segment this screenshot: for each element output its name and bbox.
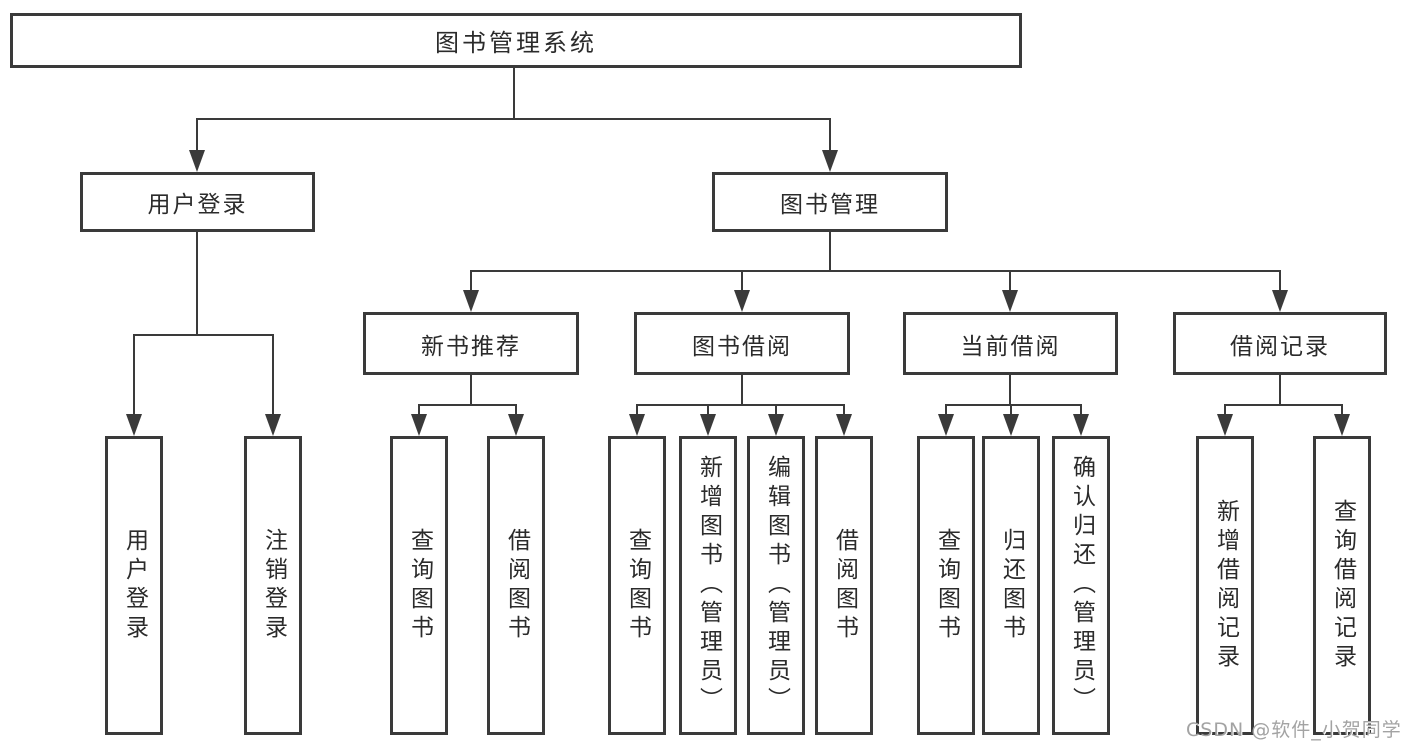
leaf-query-book-2: 查询图书 bbox=[608, 436, 666, 735]
leaf-borrow-book-1: 借阅图书 bbox=[487, 436, 545, 735]
connector-borrow-record-children-horizontal bbox=[1224, 404, 1343, 406]
leaf-borrow-book-1-label: 借阅图书 bbox=[503, 527, 530, 644]
leaf-return-book: 归还图书 bbox=[982, 436, 1040, 735]
connector-drop bbox=[843, 404, 845, 416]
arrow-down-icon bbox=[1217, 414, 1233, 436]
leaf-user-login: 用户登录 bbox=[105, 436, 163, 735]
connector-drop bbox=[1010, 404, 1012, 416]
connector-user-login-vertical bbox=[196, 232, 198, 336]
node-new-book-recommend: 新书推荐 bbox=[363, 312, 579, 375]
leaf-query-book-3: 查询图书 bbox=[917, 436, 975, 735]
csdn-watermark: CSDN @软件_小贺同学 bbox=[1186, 719, 1402, 741]
connector-drop bbox=[636, 404, 638, 416]
leaf-edit-book-admin-label: 编辑图书（管理员） bbox=[763, 455, 790, 716]
node-book-borrow-label: 图书借阅 bbox=[692, 333, 792, 360]
arrow-down-icon bbox=[629, 414, 645, 436]
leaf-return-book-label: 归还图书 bbox=[998, 527, 1025, 644]
leaf-confirm-return-admin-label: 确认归还（管理员） bbox=[1068, 455, 1095, 716]
node-borrow-record: 借阅记录 bbox=[1173, 312, 1387, 375]
connector-drop bbox=[1341, 404, 1343, 416]
connector-book-mgmt-vertical bbox=[829, 232, 831, 272]
leaf-borrow-book-2-label: 借阅图书 bbox=[831, 527, 858, 644]
arrow-down-icon bbox=[836, 414, 852, 436]
arrow-down-icon bbox=[768, 414, 784, 436]
node-user-login-label: 用户登录 bbox=[147, 192, 248, 218]
connector-current-borrow-vertical bbox=[1009, 374, 1011, 406]
leaf-query-book-3-label: 查询图书 bbox=[933, 527, 960, 644]
node-book-management: 图书管理 bbox=[712, 172, 948, 232]
leaf-add-borrow-record-label: 新增借阅记录 bbox=[1212, 498, 1239, 673]
leaf-query-book-2-label: 查询图书 bbox=[624, 527, 651, 644]
arrow-down-icon bbox=[822, 150, 838, 172]
connector-root-vertical bbox=[513, 68, 515, 120]
connector-drop bbox=[741, 270, 743, 292]
connector-drop bbox=[1279, 270, 1281, 292]
arrow-down-icon bbox=[1272, 290, 1288, 312]
leaf-query-borrow-record-label: 查询借阅记录 bbox=[1329, 498, 1356, 673]
connector-level2-horizontal bbox=[470, 270, 1281, 272]
leaf-query-borrow-record: 查询借阅记录 bbox=[1313, 436, 1371, 735]
node-new-book-recommend-label: 新书推荐 bbox=[421, 333, 521, 360]
connector-drop bbox=[775, 404, 777, 416]
leaf-logout: 注销登录 bbox=[244, 436, 302, 735]
leaf-add-book-admin: 新增图书（管理员） bbox=[679, 436, 737, 735]
arrow-down-icon bbox=[265, 414, 281, 436]
connector-drop-book-mgmt bbox=[829, 118, 831, 154]
connector-drop bbox=[707, 404, 709, 416]
arrow-down-icon bbox=[700, 414, 716, 436]
connector-drop bbox=[515, 404, 517, 416]
arrow-down-icon bbox=[411, 414, 427, 436]
connector-book-borrow-children-horizontal bbox=[636, 404, 845, 406]
connector-drop bbox=[470, 270, 472, 292]
connector-drop bbox=[945, 404, 947, 416]
leaf-add-borrow-record: 新增借阅记录 bbox=[1196, 436, 1254, 735]
connector-user-login-children-horizontal bbox=[133, 334, 274, 336]
arrow-down-icon bbox=[1002, 290, 1018, 312]
leaf-query-book-1-label: 查询图书 bbox=[406, 527, 433, 644]
leaf-edit-book-admin: 编辑图书（管理员） bbox=[747, 436, 805, 735]
arrow-down-icon bbox=[1003, 414, 1019, 436]
arrow-down-icon bbox=[508, 414, 524, 436]
arrow-down-icon bbox=[463, 290, 479, 312]
connector-current-borrow-children-horizontal bbox=[945, 404, 1082, 406]
connector-level1-horizontal bbox=[196, 118, 831, 120]
node-library-system-label: 图书管理系统 bbox=[435, 29, 597, 57]
leaf-confirm-return-admin: 确认归还（管理员） bbox=[1052, 436, 1110, 735]
node-current-borrow-label: 当前借阅 bbox=[960, 333, 1061, 360]
arrow-down-icon bbox=[938, 414, 954, 436]
connector-drop bbox=[1009, 270, 1011, 292]
connector-new-book-children-horizontal bbox=[418, 404, 517, 406]
connector-book-borrow-vertical bbox=[741, 374, 743, 406]
leaf-add-book-admin-label: 新增图书（管理员） bbox=[695, 455, 722, 716]
node-user-login: 用户登录 bbox=[80, 172, 315, 232]
arrow-down-icon bbox=[734, 290, 750, 312]
connector-drop-user-login bbox=[196, 118, 198, 154]
node-current-borrow: 当前借阅 bbox=[903, 312, 1118, 375]
connector-new-book-vertical bbox=[470, 374, 472, 406]
connector-drop bbox=[272, 334, 274, 416]
leaf-logout-label: 注销登录 bbox=[260, 527, 287, 644]
leaf-query-book-1: 查询图书 bbox=[390, 436, 448, 735]
arrow-down-icon bbox=[1334, 414, 1350, 436]
connector-borrow-record-vertical bbox=[1279, 374, 1281, 406]
arrow-down-icon bbox=[126, 414, 142, 436]
node-borrow-record-label: 借阅记录 bbox=[1230, 333, 1330, 360]
connector-drop bbox=[1080, 404, 1082, 416]
arrow-down-icon bbox=[1073, 414, 1089, 436]
node-book-borrow: 图书借阅 bbox=[634, 312, 850, 375]
arrow-down-icon bbox=[189, 150, 205, 172]
connector-drop bbox=[133, 334, 135, 416]
leaf-user-login-label: 用户登录 bbox=[121, 527, 148, 644]
leaf-borrow-book-2: 借阅图书 bbox=[815, 436, 873, 735]
node-library-system: 图书管理系统 bbox=[10, 13, 1022, 68]
connector-drop bbox=[1224, 404, 1226, 416]
connector-drop bbox=[418, 404, 420, 416]
node-book-management-label: 图书管理 bbox=[780, 192, 880, 218]
